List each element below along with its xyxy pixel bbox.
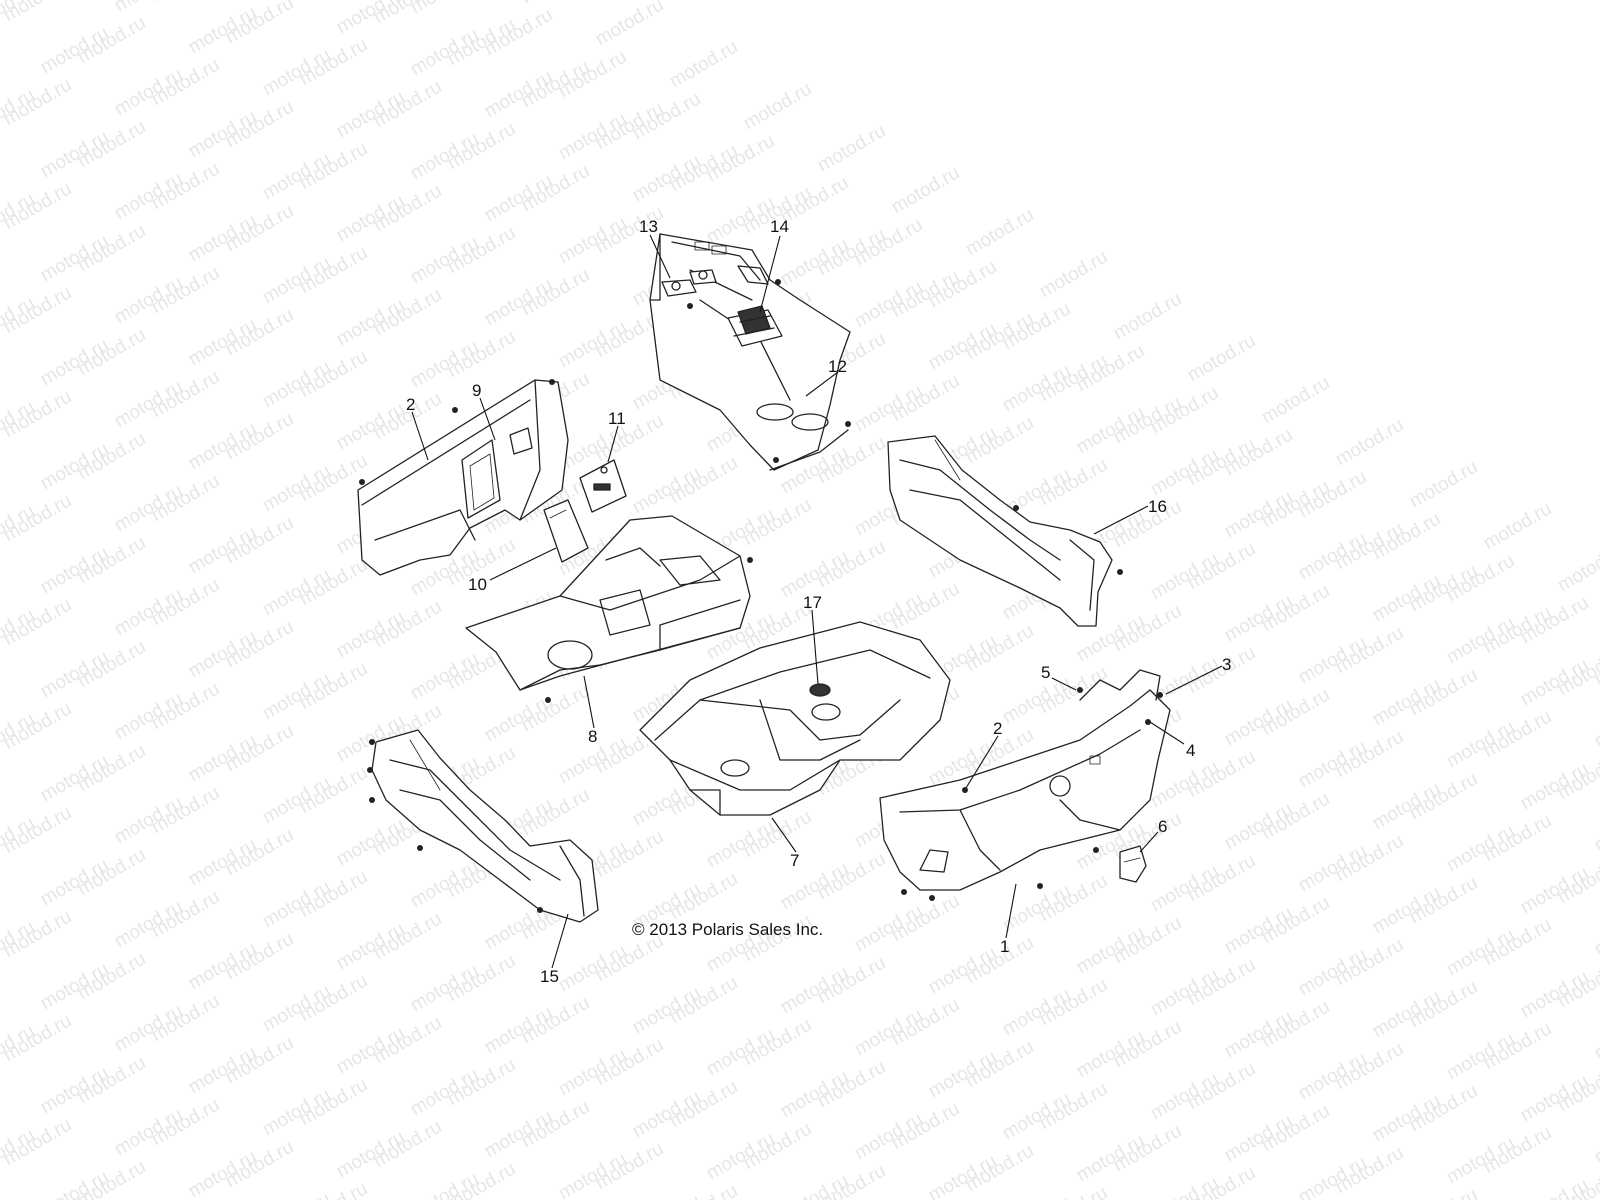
callout-11: 11 [608, 409, 626, 428]
part-16-right-side-panel [887, 435, 1113, 627]
callout-12: 12 [828, 357, 847, 376]
leader-lines [411, 234, 1223, 969]
part-3-fastener [1157, 692, 1163, 698]
callout-10: 10 [468, 575, 487, 594]
callout-6: 6 [1158, 817, 1167, 836]
callout-7: 7 [790, 851, 799, 870]
part-11-plate [579, 459, 627, 513]
fasteners [359, 279, 1163, 913]
part-10-cover [543, 499, 589, 563]
callout-9: 9 [472, 381, 481, 400]
part-12-center-console [649, 233, 851, 471]
part-8-floor-panel [465, 515, 751, 691]
part-7-main-floor [639, 621, 951, 816]
part-13-cap [661, 269, 717, 297]
callout-labels: 13 14 12 2 9 11 10 16 17 8 7 5 3 4 2 6 1… [406, 217, 1231, 986]
part-2-screw-right [962, 787, 968, 793]
callout-15: 15 [540, 967, 559, 986]
callout-8: 8 [588, 727, 597, 746]
callout-16: 16 [1148, 497, 1167, 516]
callout-13: 13 [639, 217, 658, 236]
part-2-screw-left [452, 407, 458, 413]
callout-17: 17 [803, 593, 822, 612]
part-15-left-side-panel [371, 729, 599, 923]
part-6-bracket [1119, 845, 1147, 883]
copyright-notice: © 2013 Polaris Sales Inc. [632, 920, 823, 939]
callout-3: 3 [1222, 655, 1231, 674]
part-17-clip [809, 683, 831, 697]
callout-5: 5 [1041, 663, 1050, 682]
part-14-shift-boot [727, 305, 783, 347]
part-1-right-floor [879, 669, 1171, 891]
callout-2-right: 2 [993, 719, 1002, 738]
callout-4: 4 [1186, 741, 1195, 760]
callout-14: 14 [770, 217, 789, 236]
part-4-fastener [1145, 719, 1151, 725]
part-5-screw [1077, 687, 1083, 693]
callout-1: 1 [1000, 937, 1009, 956]
callout-2-left: 2 [406, 395, 415, 414]
part-9-left-dash-panel [357, 379, 569, 576]
